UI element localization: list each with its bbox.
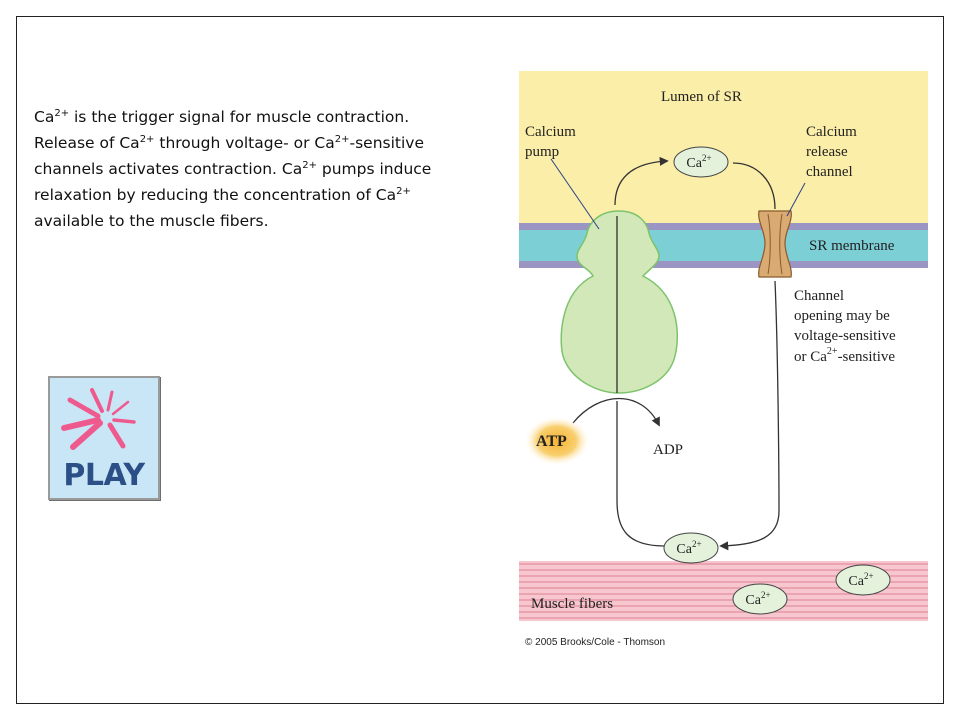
lumen-label: Lumen of SR — [661, 89, 742, 105]
copyright-label: © 2005 Brooks/Cole - Thomson — [525, 637, 665, 648]
ca-ion-muscle-1-label: Ca2+ — [848, 571, 873, 589]
ca-ion-lumen — [673, 146, 729, 178]
ca-ion-lumen-label: Ca2+ — [686, 153, 711, 171]
slide-frame — [16, 16, 944, 704]
channel-to-muscle-arrow — [719, 280, 780, 551]
atp-label: ATP — [536, 433, 567, 450]
muscle-fibers-label: Muscle fibers — [531, 596, 613, 612]
channel-note-line-1: Channel — [794, 288, 844, 304]
calcium-pump — [560, 210, 679, 394]
channel-inner-line-left — [767, 213, 771, 275]
pump-to-lumen-arrow — [614, 156, 669, 206]
channel-pointer-line — [786, 182, 806, 217]
starburst-icon — [61, 388, 136, 450]
pump-label-line-1: Calcium — [525, 124, 576, 140]
ca-ion-cytosol — [663, 532, 719, 564]
play-label: PLAY — [63, 458, 145, 493]
ca-ion-cytosol-label: Ca2+ — [676, 539, 701, 557]
play-button[interactable]: PLAY — [48, 376, 160, 500]
membrane-bottom-edge — [519, 261, 928, 268]
ca-ion-muscle-2 — [732, 583, 788, 615]
membrane-label: SR membrane — [809, 238, 895, 254]
channel-note-line-4: or Ca2+-sensitive — [794, 346, 895, 365]
calcium-release-channel — [758, 210, 792, 278]
channel-inner-line-right — [779, 213, 783, 275]
ca-ion-muscle-1 — [835, 564, 891, 596]
muscle-to-pump-arrow — [616, 401, 666, 547]
channel-label-line-2: release — [806, 144, 848, 160]
lumen-to-channel-arrow — [732, 162, 776, 210]
channel-note-line-3: voltage-sensitive — [794, 328, 896, 344]
channel-label-line-1: Calcium — [806, 124, 857, 140]
atp-glow — [525, 417, 589, 465]
channel-note-line-2: opening may be — [794, 308, 890, 324]
calcium-pump-diagram: Lumen of SR Calcium pump Calcium release… — [519, 71, 928, 648]
pump-pointer-line — [550, 158, 600, 230]
pump-label-line-2: pump — [525, 144, 559, 160]
channel-label-line-3: channel — [806, 164, 853, 180]
atp-to-adp-arrow — [572, 397, 660, 427]
caption-text: Ca2+ is the trigger signal for muscle co… — [34, 108, 432, 230]
lumen-region — [519, 71, 928, 223]
adp-label: ADP — [653, 442, 683, 458]
ca-ion-muscle-2-label: Ca2+ — [745, 590, 770, 608]
membrane-top-edge — [519, 223, 928, 230]
